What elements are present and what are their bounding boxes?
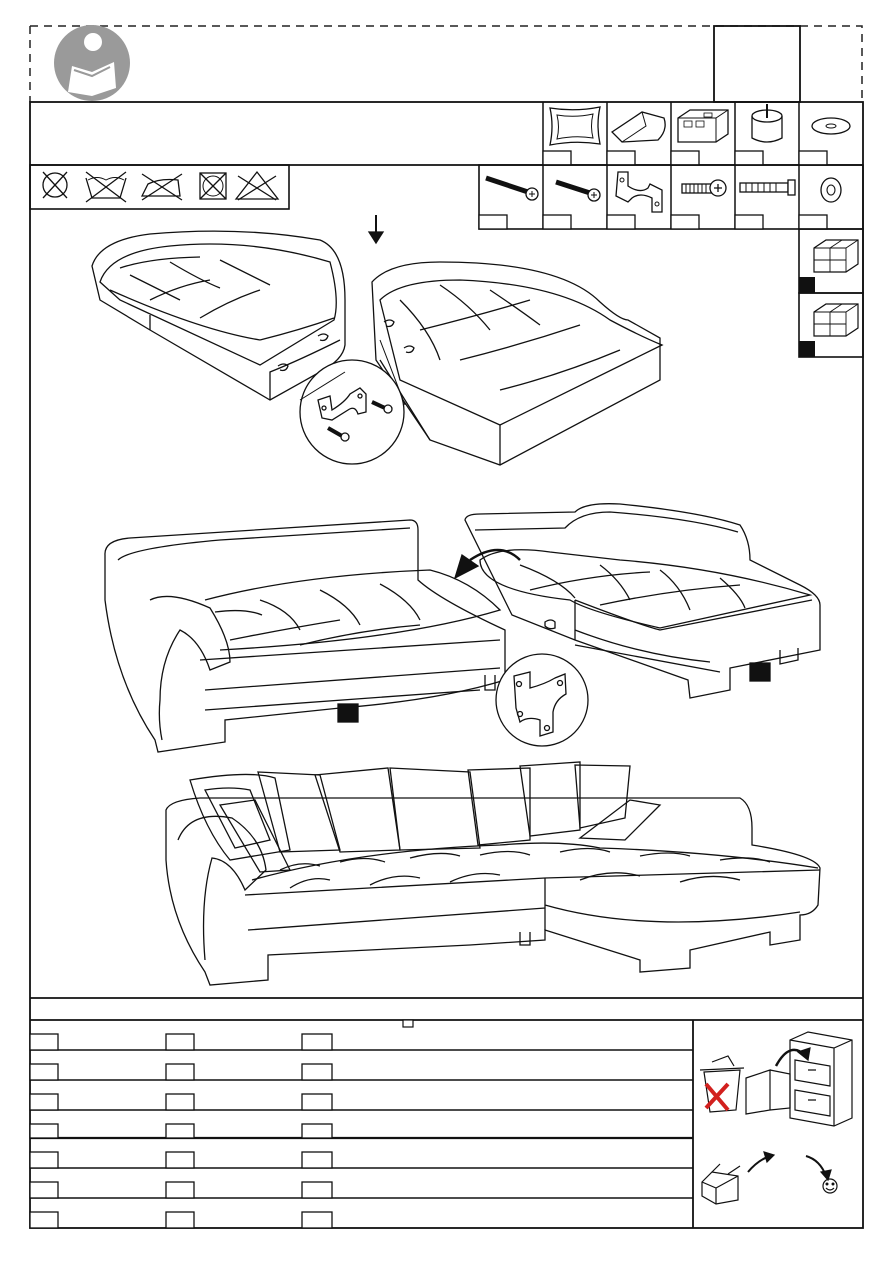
- no-iron-icon: [142, 174, 182, 200]
- footer-icons: [700, 1032, 852, 1204]
- washer-icon: [821, 178, 841, 202]
- long-screw-icon: [486, 178, 538, 200]
- cushion-part-icon: [550, 107, 600, 145]
- main-frame: [30, 102, 863, 1228]
- no-wash-icon: [43, 172, 67, 198]
- cylinder-foot-part-icon: [752, 104, 782, 142]
- read-manual-icon: [54, 25, 130, 101]
- package-box-1-icon: [814, 240, 858, 272]
- no-tumble-dry-icon: [200, 173, 226, 199]
- no-wash-tub-icon: [86, 172, 126, 202]
- packages: [799, 229, 863, 357]
- file-cabinet-icon: [746, 1032, 852, 1126]
- parts-row-hardware: [479, 165, 863, 229]
- box-recycle-icon: [702, 1152, 831, 1204]
- care-symbols: [30, 165, 289, 209]
- header-frame: [30, 26, 862, 102]
- step-join-sections: [105, 504, 820, 752]
- connector-bracket-icon: [616, 172, 662, 212]
- pillow-part-icon: [612, 112, 665, 142]
- step-connect-brackets: [92, 215, 662, 465]
- foot-box-part-icon: [678, 110, 728, 142]
- bolt-icon: [682, 180, 726, 196]
- no-bleach-icon: [236, 172, 278, 200]
- data-table: [30, 1034, 693, 1228]
- short-screw-icon: [556, 182, 600, 201]
- package-box-2-icon: [814, 304, 858, 336]
- smiley-icon: [823, 1179, 837, 1193]
- washer-disc-part-icon: [812, 118, 850, 134]
- no-trash-icon: [700, 1056, 744, 1112]
- step-finished-sofa: [166, 762, 820, 985]
- long-bolt-icon: [740, 180, 795, 195]
